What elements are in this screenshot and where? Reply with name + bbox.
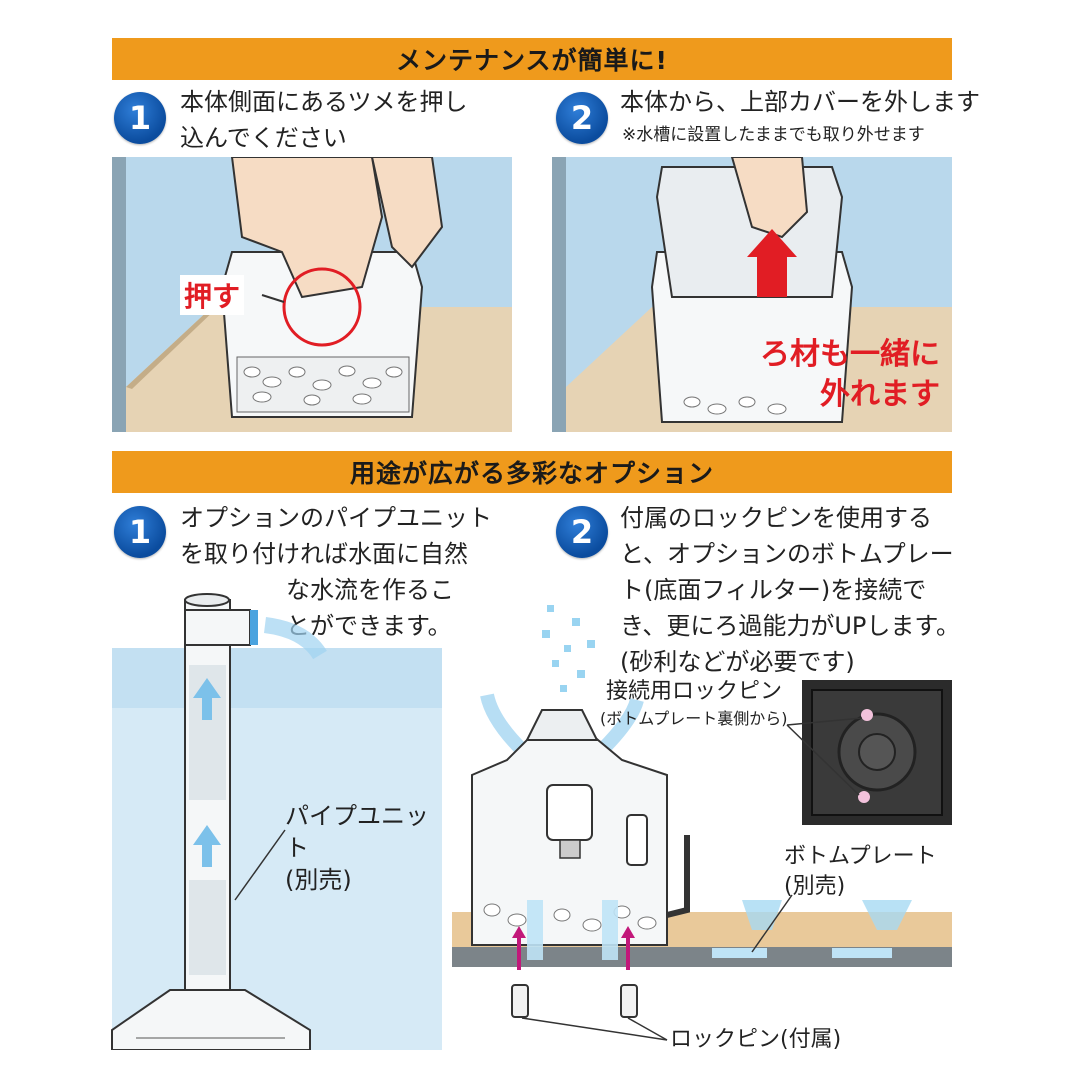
step1-instruction: 本体側面にあるツメを押し 込んでください [180,88,468,152]
option2-description: 付属のロックピンを使用する と、オプションのボトムプレー ト(底面フィルター)を… [620,504,960,676]
connect-pin-label: 接続用ロックピン [606,679,783,704]
maintenance-title: メンテナンスが簡単に! [396,46,668,75]
option1-number-badge: 1 [114,506,166,558]
pipe-unit-label: パイプユニット (別売) [285,802,429,894]
step1-illustration: 押す [112,157,512,432]
lockpin-label: ロックピン(付属) [670,1027,842,1052]
options-title: 用途が広がる多彩なオプション [349,459,714,488]
option2-number-badge: 2 [556,506,608,558]
pipe-unit-illustration: パイプユニット (別売) [100,570,450,1050]
options-banner: 用途が広がる多彩なオプション [112,451,952,493]
step2-instruction: 本体から、上部カバーを外します [620,88,980,116]
step1-number-badge: 1 [114,92,166,144]
step2-number-badge: 2 [556,92,608,144]
step2-note: ※水槽に設置したままでも取り外せます [622,125,925,145]
step2-illustration: ろ材も一緒に 外れます [552,157,952,432]
push-label: 押す [180,275,245,315]
media-removed-callout: ろ材も一緒に 外れます [760,337,940,412]
bottom-plate-label: ボトムプレート (別売) [784,844,937,899]
bottom-plate-illustration [452,600,952,1070]
connect-pin-sublabel: (ボトムプレート裏側から) [600,709,788,728]
maintenance-banner: メンテナンスが簡単に! [112,38,952,80]
option1-description: オプションのパイプユニット を取り付ければ水面に自然 な水流を作るこ とができま… [180,504,492,640]
